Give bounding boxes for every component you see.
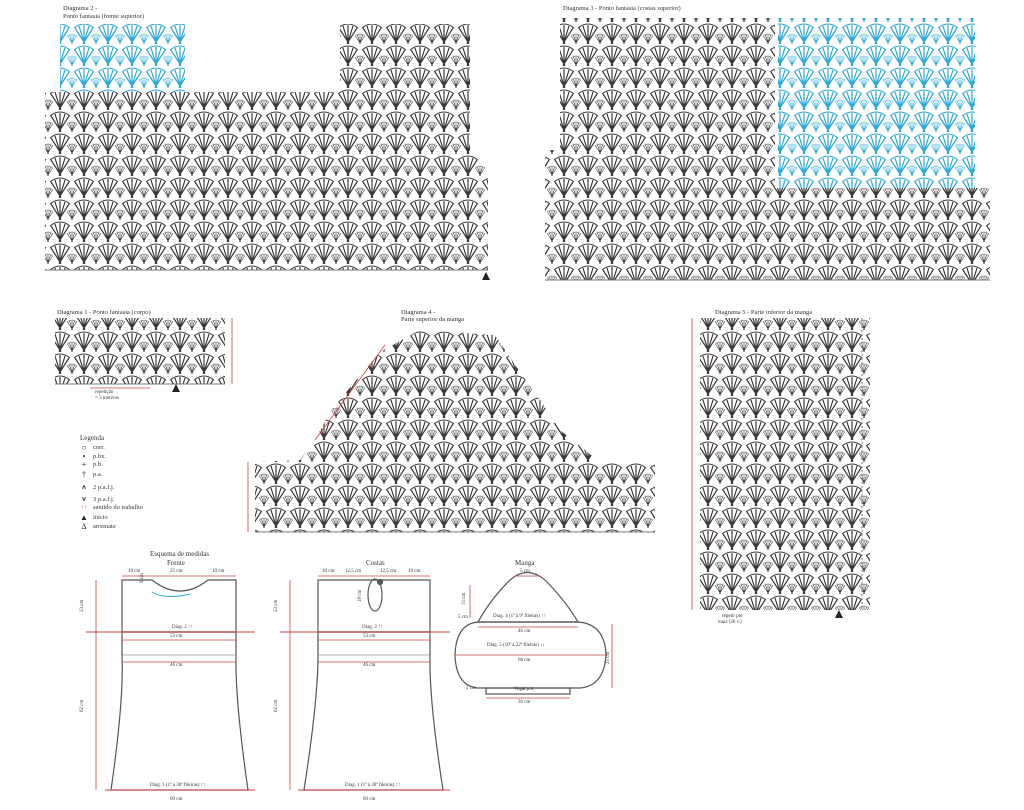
manga-w5: 5 cm: [520, 569, 530, 574]
direction-arrows-icon: ↑↑: [81, 504, 87, 511]
diagram2-chart: [45, 24, 490, 280]
diagram3-chart: [545, 18, 990, 281]
costas-w69: 69 cm: [363, 797, 376, 802]
frente-w-left: 10 cm: [128, 569, 141, 574]
legend-item: •p.bx.: [80, 452, 106, 461]
costas-schematic: [280, 575, 450, 791]
legend-item: ⩛3 p.a.f.j.: [81, 494, 115, 503]
frente-w69: 69 cm: [170, 797, 183, 802]
costas-title: Costas: [366, 559, 385, 567]
frente-h-top: 23 cm: [80, 599, 85, 612]
single-crochet-icon: +: [81, 460, 87, 469]
diagram1-chart: [55, 318, 233, 392]
diagram5-note1: repetir por: [722, 614, 743, 619]
manga-h2: 2 cm: [466, 686, 476, 691]
frente-w-neck: 25 cm: [170, 569, 183, 574]
slip-stitch-icon: •: [82, 452, 86, 461]
costas-w-b: 12,5 cm: [380, 569, 397, 574]
costas-h-bottom: 62 cm: [274, 699, 279, 712]
diagram1-title: Diagrama 1 - Ponto fantasia (corpo): [57, 309, 151, 316]
manga-diag4: Diag. 4 (1ª à 9ª fileiras) ↑↑: [493, 614, 547, 619]
frente-diag: Diag. 2 ↑↑: [172, 625, 193, 630]
costas-diag-bottom: Diag. 1 (1ª à 30ª fileiras) ↑↑: [345, 783, 401, 788]
diagram1-note1: repetição: [95, 390, 114, 395]
costas-slit: 18 cm: [358, 589, 363, 602]
diagram4-chart: [247, 330, 655, 533]
diagram3-blue-area: [778, 18, 975, 188]
costas-w-left: 10 cm: [322, 569, 335, 574]
manga-diag5: Diag. 5 (10ª à 22ª fileiras) ↓↓: [487, 643, 546, 648]
diagram2-grey-area: [45, 24, 488, 270]
dc2tog-icon: ⩚: [81, 482, 87, 491]
start-marker-icon: [482, 272, 490, 280]
diagram4-subtitle: Parte superior da manga: [401, 316, 464, 323]
manga-h5: 5 cm: [458, 615, 468, 620]
diagram2-title: Diagrama 2 -: [63, 5, 98, 12]
costas-w-right: 10 cm: [408, 569, 421, 574]
chain-icon: ○: [81, 443, 87, 452]
costas-diag: Diag. 3 ↑↑: [362, 625, 383, 630]
manga-cuff: Vogal p.b.: [514, 687, 535, 692]
diagram3-title: Diagrama 3 - Ponto fantasia (costas supe…: [563, 5, 681, 12]
costas-h-top: 23 cm: [274, 599, 279, 612]
legend-item: ▲início: [80, 513, 108, 522]
frente-h-bottom: 62 cm: [80, 699, 85, 712]
diagram5-chart: [691, 318, 870, 618]
manga-title: Manga: [515, 559, 535, 567]
double-crochet-icon: †: [82, 470, 86, 479]
manga-w36: 36 cm: [518, 700, 531, 705]
diagram2-subtitle: Ponto fantasia (frente superior): [63, 13, 145, 20]
legend-item: †p.a.: [82, 470, 103, 479]
costas-w-a: 12,5 cm: [345, 569, 362, 574]
diagram2-blue-area: [60, 24, 185, 92]
frente-w-right: 10 cm: [212, 569, 225, 574]
diagram1-note2: = 3 motivos: [95, 396, 119, 401]
diagram5-title: Diagrama 5 - Parte inferior da manga: [715, 309, 813, 316]
diagram5-note2: mais (26 v.): [718, 620, 742, 625]
manga-w66: 66 cm: [518, 658, 531, 663]
frente-neck-depth: 9 cm: [140, 573, 145, 583]
frente-diag-bottom: Diag. 1 (1ª à 30ª fileiras) ↑↑: [150, 783, 206, 788]
legend-item: ⩚2 p.a.f.j.: [81, 482, 115, 491]
frente-w46: 46 cm: [170, 663, 183, 668]
finish-icon: Δ: [81, 522, 87, 531]
legend-item: ↑↑sentido do trabalho: [81, 504, 143, 511]
manga-h15: 15 cm: [462, 592, 467, 605]
legend-title: Legenda: [80, 434, 105, 442]
manga-w46: 46 cm: [518, 629, 531, 634]
start-icon: ▲: [80, 513, 88, 522]
costas-w46: 46 cm: [363, 663, 376, 668]
frente-schematic: [86, 575, 255, 791]
dc3tog-icon: ⩛: [81, 494, 87, 503]
manga-h25: 25 cm: [606, 651, 611, 664]
diagram4-title: Diagrama 4 -: [401, 309, 436, 316]
frente-w53: 53 cm: [170, 634, 183, 639]
manga-schematic: [454, 571, 613, 699]
frente-title: Frente: [167, 559, 185, 567]
measure-title: Esquema de medidas: [150, 550, 210, 558]
legend-item: ○corr.: [81, 443, 105, 452]
legend-item: +p.b.: [81, 460, 103, 469]
costas-w53: 53 cm: [363, 634, 376, 639]
